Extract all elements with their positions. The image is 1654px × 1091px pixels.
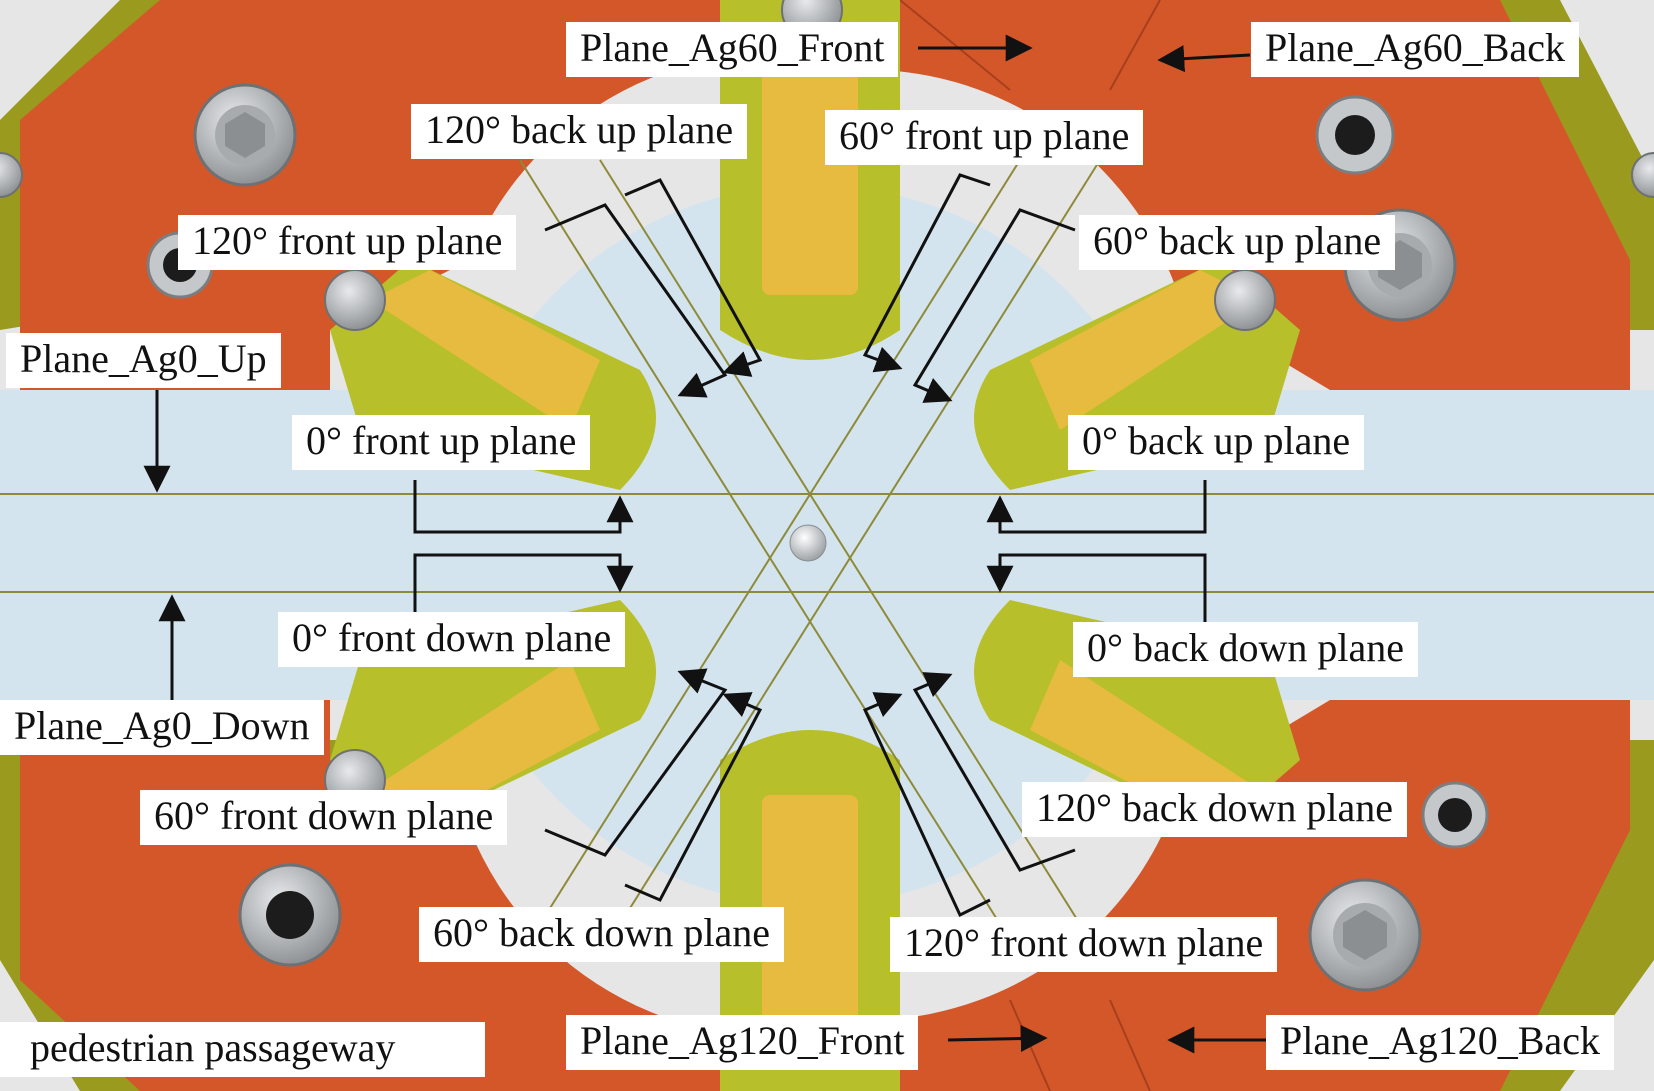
back-up-0-label: 0° back up plane	[1068, 415, 1365, 470]
hex-bolt-top-left	[193, 83, 297, 187]
plane-ag0-up-label: Plane_Ag0_Up	[6, 333, 281, 388]
front-up-60-label: 60° front up plane	[825, 110, 1144, 165]
small-nut-left	[324, 269, 386, 331]
front-up-120-label: 120° front up plane	[178, 215, 517, 270]
pedestrian-passageway-label: pedestrian passageway	[0, 1022, 485, 1077]
small-nut-right	[1214, 269, 1276, 331]
front-down-120-label: 120° front down plane	[890, 917, 1278, 972]
bolts	[0, 0, 1654, 992]
side-bolt-right-edge	[1631, 152, 1654, 198]
front-down-0-label: 0° front down plane	[278, 612, 626, 667]
callout-lines	[143, 34, 1270, 1054]
back-up-60-label: 60° back up plane	[1079, 215, 1396, 270]
plane-ag120-front-label: Plane_Ag120_Front	[566, 1015, 919, 1070]
front-down-60-label: 60° front down plane	[140, 790, 508, 845]
hex-bolt-left-lower	[238, 863, 342, 967]
hex-bolt-bottom-right	[1308, 878, 1422, 992]
plane-ag120-back-label: Plane_Ag120_Back	[1266, 1015, 1614, 1070]
side-bolt-left-edge	[0, 152, 23, 198]
back-down-0-label: 0° back down plane	[1073, 622, 1419, 677]
back-down-60-label: 60° back down plane	[419, 907, 785, 962]
center-ball	[789, 524, 827, 562]
front-up-0-label: 0° front up plane	[292, 415, 591, 470]
socket-hole-top-right	[1315, 95, 1395, 175]
plane-ag60-back-label: Plane_Ag60_Back	[1251, 22, 1579, 77]
plane-ag60-front-label: Plane_Ag60_Front	[566, 22, 899, 77]
plane-ag0-down-label: Plane_Ag0_Down	[0, 700, 324, 755]
back-down-120-label: 120° back down plane	[1022, 782, 1408, 837]
guide-lines	[0, 159, 1654, 941]
back-up-120-label: 120° back up plane	[411, 104, 748, 159]
socket-hole-right-lower	[1421, 781, 1489, 849]
